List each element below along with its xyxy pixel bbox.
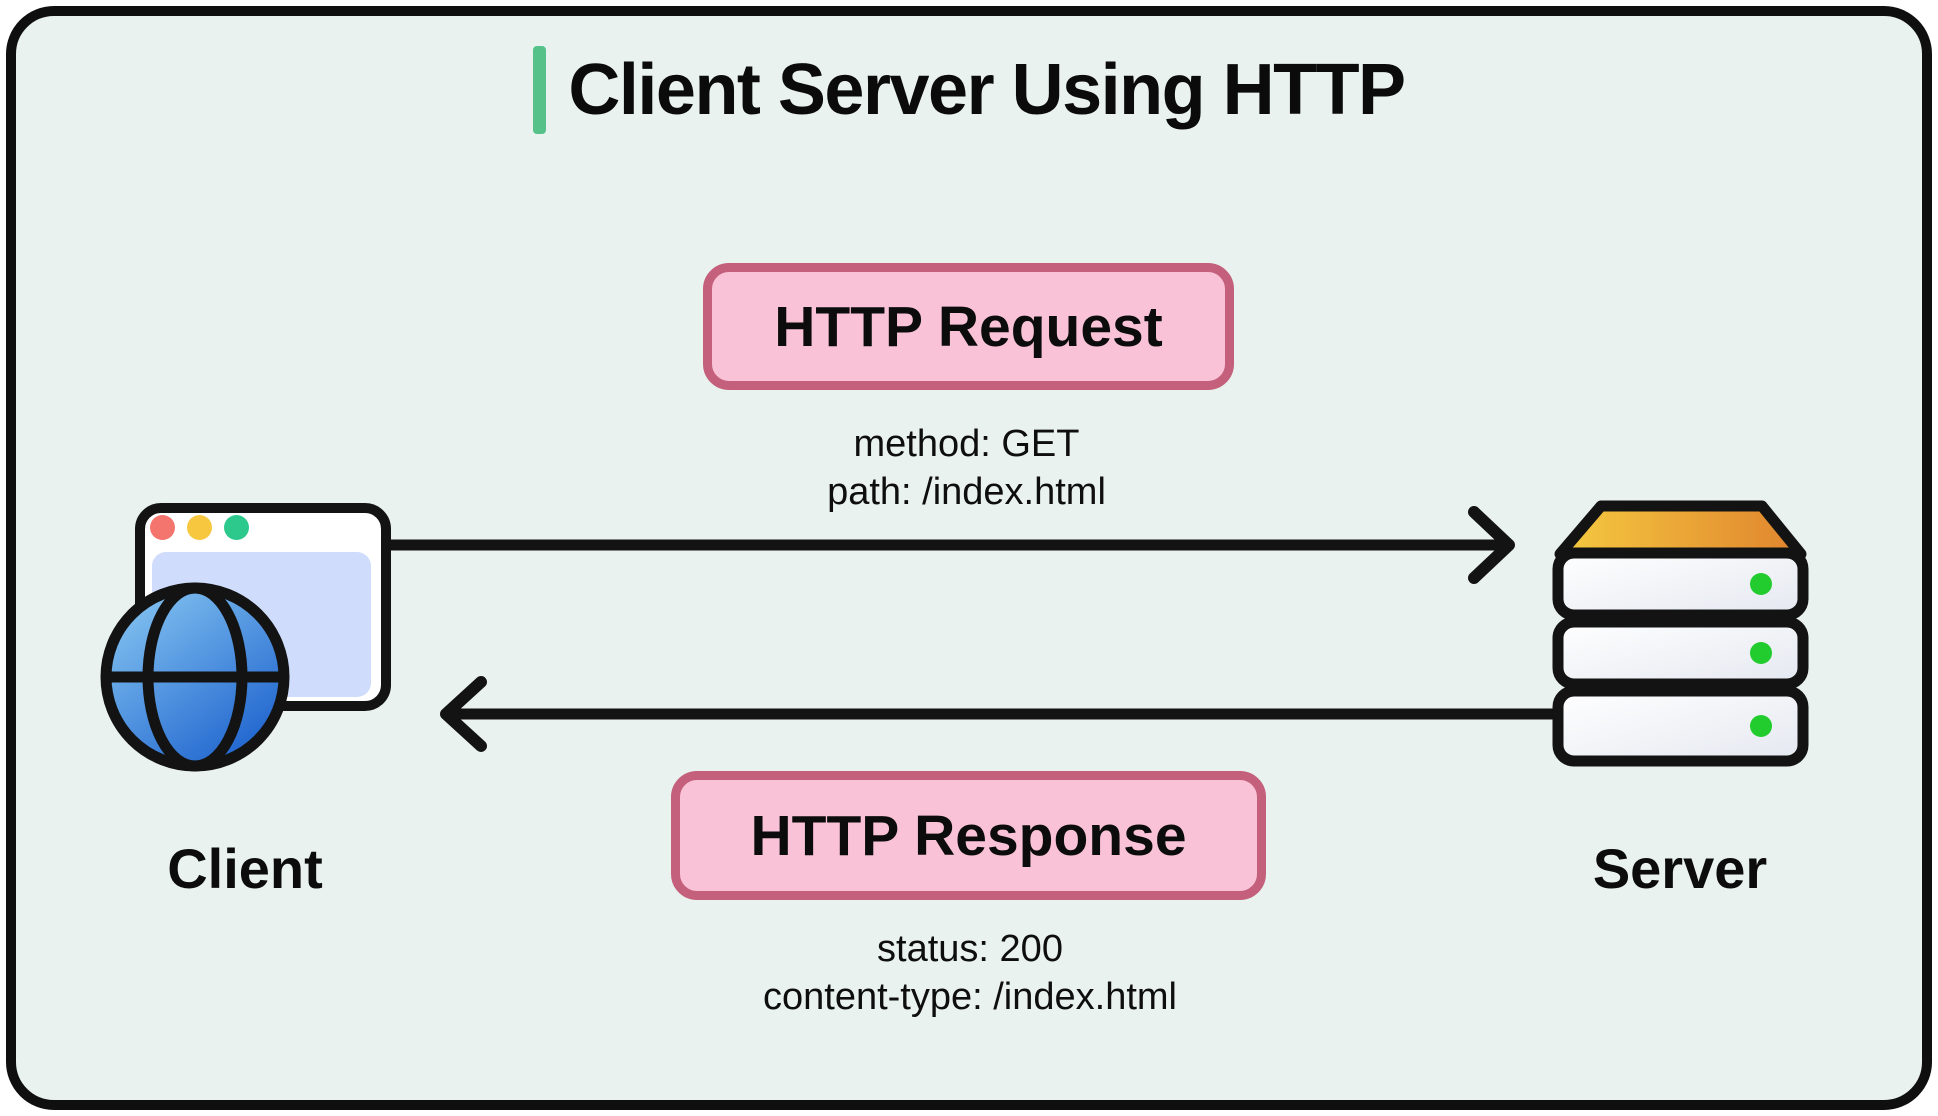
request-path-line: path: /index.html <box>827 471 1106 513</box>
green-dot-icon <box>224 515 249 540</box>
http-response-label: HTTP Response <box>750 803 1187 868</box>
red-dot-icon <box>150 515 175 540</box>
request-meta: method: GET path: /index.html <box>651 420 1282 516</box>
yellow-dot-icon <box>187 515 212 540</box>
title-accent-bar <box>533 46 547 134</box>
http-response-pill: HTTP Response <box>671 771 1266 900</box>
client-label: Client <box>167 837 323 900</box>
response-status-line: status: 200 <box>877 928 1063 970</box>
http-request-label: HTTP Request <box>774 294 1163 359</box>
response-meta: status: 200 content-type: /index.html <box>655 925 1285 1021</box>
page-title: Client Server Using HTTP <box>568 50 1406 130</box>
title-row: Client Server Using HTTP <box>0 40 1938 140</box>
response-content-type-line: content-type: /index.html <box>763 976 1177 1018</box>
http-request-pill: HTTP Request <box>703 263 1234 390</box>
request-method-line: method: GET <box>853 423 1080 465</box>
server-label: Server <box>1592 837 1768 900</box>
browser-content-area <box>152 552 371 697</box>
browser-window-icon <box>135 503 391 711</box>
window-traffic-dots <box>150 515 249 540</box>
